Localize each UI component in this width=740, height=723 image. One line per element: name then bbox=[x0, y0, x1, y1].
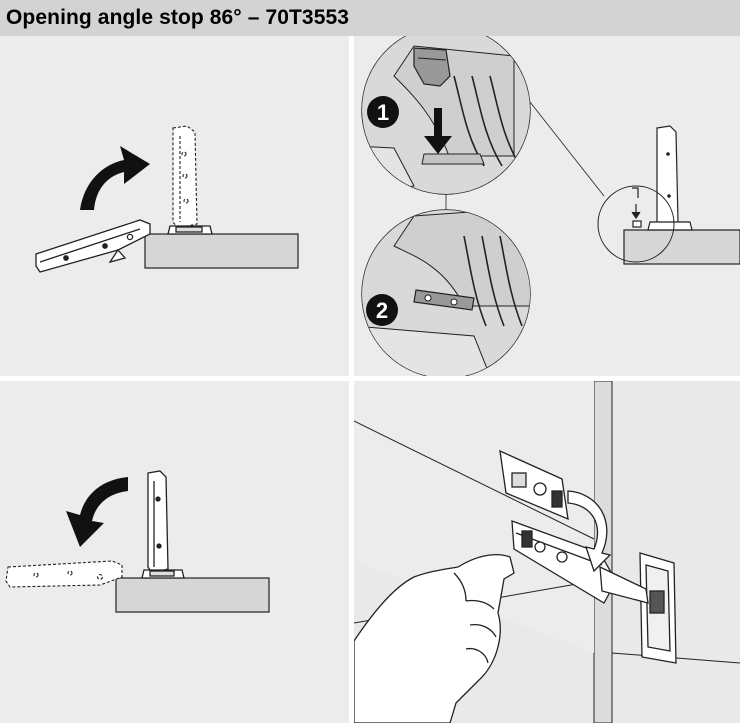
step-1-number: 1 bbox=[377, 100, 389, 125]
angle-stop-part bbox=[499, 449, 569, 521]
leader-line bbox=[529, 101, 605, 197]
hinge-arm bbox=[511, 520, 649, 604]
step-2-badge: 2 bbox=[366, 294, 398, 326]
cabinet-side-panel bbox=[115, 577, 270, 613]
mounting-plate bbox=[639, 552, 677, 664]
panel-hinge-open-drawing bbox=[35, 125, 299, 273]
hinge-open-solid bbox=[147, 470, 169, 574]
hand-illustration bbox=[354, 553, 515, 723]
hinge-open-outline bbox=[172, 125, 198, 229]
hinge-base bbox=[167, 225, 213, 235]
step-2-number: 2 bbox=[376, 298, 388, 323]
insert-arrow-icon bbox=[424, 108, 452, 154]
hinge-closed-outline bbox=[5, 560, 123, 588]
detail-circle-bottom: 2 bbox=[361, 209, 531, 376]
panel-mounted-view bbox=[354, 381, 740, 723]
overview-hinge bbox=[623, 125, 740, 265]
panel-hinge-close bbox=[0, 381, 349, 723]
cabinet-side-panel bbox=[144, 233, 299, 269]
hinge-arm-closed bbox=[35, 219, 151, 273]
hinge-base bbox=[141, 569, 185, 579]
page-title: Opening angle stop 86° – 70T3553 bbox=[6, 6, 350, 29]
curved-arrow-up-icon bbox=[80, 146, 150, 210]
curved-arrow-icon bbox=[567, 490, 612, 573]
cabinet-floor bbox=[354, 381, 594, 653]
panel-hinge-close-drawing bbox=[5, 470, 270, 613]
panel-angle-stop-insert-drawing: 1 2 bbox=[361, 36, 740, 376]
panel-mounted-view-drawing bbox=[354, 381, 740, 723]
zoom-indicator-circle bbox=[597, 185, 675, 263]
step-1-badge: 1 bbox=[367, 96, 399, 128]
title-bar: Opening angle stop 86° – 70T3553 bbox=[0, 0, 740, 36]
panel-angle-stop-insert: 1 2 bbox=[354, 36, 740, 376]
panel-hinge-open bbox=[0, 36, 349, 376]
down-arrow-icon bbox=[631, 187, 642, 228]
curved-arrow-down-icon bbox=[66, 477, 128, 547]
detail-circle-top: 1 bbox=[361, 36, 531, 195]
